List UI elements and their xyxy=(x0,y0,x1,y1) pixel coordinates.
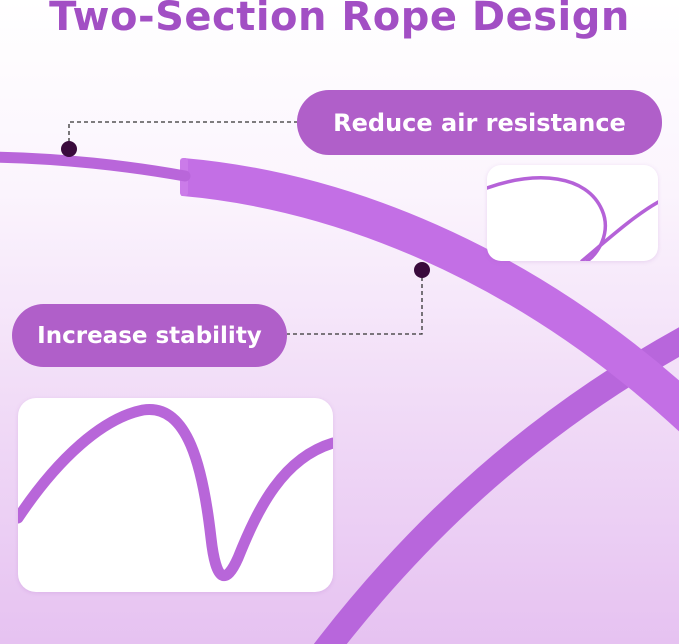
marker-dot-thick-section xyxy=(414,262,430,278)
thick-rope-detail-card xyxy=(18,398,333,592)
leader-line-air-resistance xyxy=(68,121,297,149)
rope-thick-section xyxy=(181,158,679,432)
leader-line-stability xyxy=(287,270,423,335)
thin-rope-detail-image xyxy=(487,176,658,261)
thick-rope-detail-image xyxy=(18,404,333,582)
callout-reduce-air-resistance: Reduce air resistance xyxy=(297,90,662,155)
thin-rope-detail-card xyxy=(487,165,658,261)
callout-increase-stability: Increase stability xyxy=(12,304,287,367)
page-title: Two-Section Rope Design xyxy=(49,0,630,40)
marker-dot-thin-section xyxy=(61,141,77,157)
rope-thin-section xyxy=(0,151,191,182)
